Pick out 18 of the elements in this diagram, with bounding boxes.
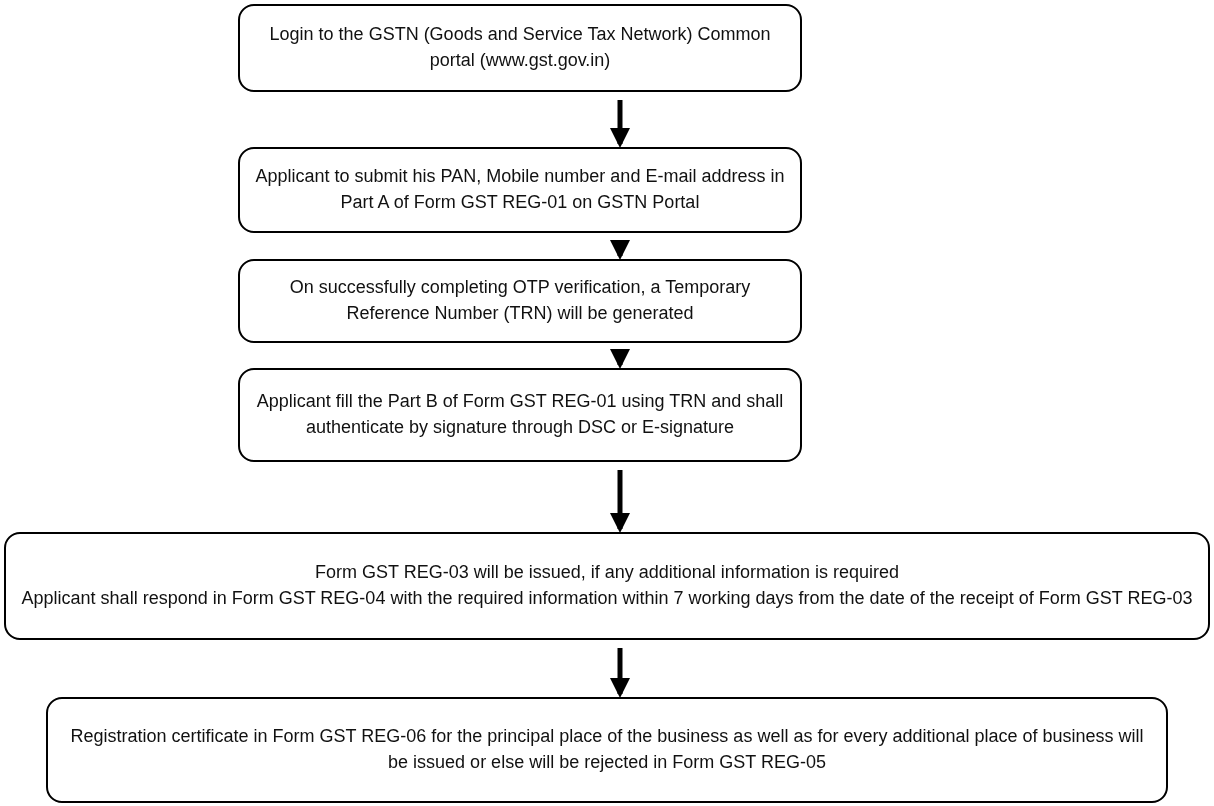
process-box [238, 259, 802, 343]
step-text: Registration certificate in Form GST REG-06 for the principal place of the business as well as for every additional place of business will be issued or else will be rejected in Form GST REG-05 [69, 725, 1145, 774]
step-text: Login to the GSTN (Goods and Service Tax Network) Common portal (www.gst.gov.in) [268, 23, 772, 72]
step-text: Applicant shall respond in Form GST REG-04 with the required information within 7 working days from the date of the receipt of Form GST REG-03 [21, 587, 1193, 610]
arrow [610, 648, 630, 698]
process-box [238, 4, 802, 92]
arrow [610, 470, 630, 533]
step-text: Form GST REG-03 will be issued, if any additional information is required [315, 561, 899, 585]
arrow [610, 240, 630, 260]
step-text: Applicant to submit his PAN, Mobile number and E-mail address in Part A of Form GST REG-01 on GSTN Portal [254, 165, 786, 214]
arrow [610, 349, 630, 369]
process-box [46, 697, 1168, 803]
process-box [4, 532, 1210, 640]
process-box [238, 147, 802, 233]
process-box [238, 368, 802, 462]
step-text: Applicant fill the Part B of Form GST REG-01 using TRN and shall authenticate by signature through DSC or E-signature [255, 390, 785, 439]
step-text: On successfully completing OTP verification, a Temporary Reference Number (TRN) will be generated [288, 276, 752, 325]
arrow [610, 100, 630, 148]
